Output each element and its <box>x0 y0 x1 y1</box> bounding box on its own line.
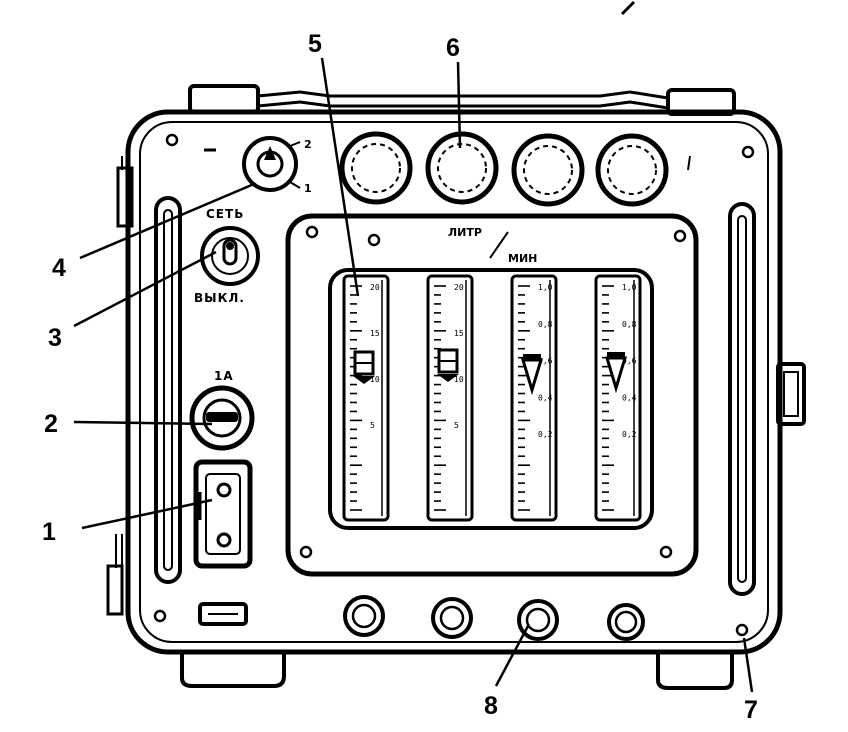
flowmeter-window <box>328 268 654 530</box>
stray-mark <box>620 0 636 16</box>
flowmeter-tube: 1,0 0,8 0,6 0,4 0,2 <box>510 274 558 522</box>
scale-label: 0,8 <box>538 320 553 329</box>
regulator-knob[interactable] <box>339 131 413 205</box>
scale-label: 15 <box>454 329 464 338</box>
screws <box>153 133 755 637</box>
scale-label: 1,0 <box>538 283 553 292</box>
flowmeter-tube: 1,0 0,8 0,6 0,4 0,2 <box>594 274 642 522</box>
scale-label: 0,8 <box>622 320 637 329</box>
regulator-knob[interactable] <box>425 131 499 205</box>
right-guard-rail <box>728 202 756 596</box>
scale-label: 5 <box>454 421 459 430</box>
fuse-holder[interactable] <box>189 385 255 451</box>
mode-selector[interactable]: 2 1 <box>204 136 312 195</box>
outlet-fitting[interactable] <box>431 597 473 639</box>
housing-inner-edge <box>139 121 769 643</box>
outlet-fittings <box>343 595 645 641</box>
flowmeter-tube: 20 15 10 5 <box>426 274 474 522</box>
scale-label: 0,2 <box>538 430 553 439</box>
left-side-plugs <box>106 156 134 616</box>
flowmeter-tube: 20 15 10 5 <box>342 274 390 522</box>
selector-pos-1: 1 <box>304 182 312 195</box>
scale-unit-top: ЛИТР <box>448 226 482 239</box>
scale-label: 10 <box>370 375 380 384</box>
flowmeter-tubes: 20 15 10 5 20 15 10 5 1,0 0,8 0,6 0,4 0,2 1,0 0,8 0,6 0,… <box>342 274 642 522</box>
callout-4: 4 <box>52 254 66 282</box>
leader-lines <box>73 57 754 693</box>
scale-label: 0,6 <box>538 357 553 366</box>
callout-2: 2 <box>44 410 58 438</box>
scale-unit-bottom: МИН <box>508 252 537 265</box>
scale-label: 20 <box>370 283 380 292</box>
outlet-fitting[interactable] <box>517 599 559 641</box>
scale-label: 1,0 <box>622 283 637 292</box>
scale-label: 5 <box>370 421 375 430</box>
power-socket[interactable] <box>193 459 253 569</box>
selector-pos-2: 2 <box>304 138 312 151</box>
scale-label: 15 <box>370 329 380 338</box>
outlet-fitting[interactable] <box>343 595 385 637</box>
right-side-connector <box>776 362 806 426</box>
float-indicator <box>437 348 459 382</box>
callout-1: 1 <box>42 518 56 546</box>
flowmeter-frame <box>285 213 699 577</box>
float-indicator <box>353 350 375 384</box>
feet <box>180 652 734 690</box>
switch-on-label: СЕТЬ <box>206 207 244 221</box>
power-toggle-switch[interactable] <box>200 226 260 286</box>
regulator-knob[interactable] <box>595 133 669 207</box>
float-indicator <box>520 354 544 396</box>
scale-label: 0,4 <box>622 393 637 402</box>
fuse-label: 1А <box>214 369 234 383</box>
scale-label: 0,2 <box>622 430 637 439</box>
regulator-knob[interactable] <box>511 133 585 207</box>
float-indicator <box>604 352 628 394</box>
callout-8: 8 <box>484 692 498 720</box>
outlet-fitting[interactable] <box>607 603 645 641</box>
switch-off-label: ВЫКЛ. <box>194 291 245 305</box>
scale-label: 10 <box>454 375 464 384</box>
scale-label: 20 <box>454 283 464 292</box>
callout-5: 5 <box>308 30 322 58</box>
callout-labels: 1 2 3 4 5 6 7 8 <box>42 30 758 724</box>
scale-label: 0,6 <box>622 357 637 366</box>
left-guard-rail <box>154 196 182 584</box>
callout-3: 3 <box>48 324 62 352</box>
callout-7: 7 <box>744 696 758 724</box>
callout-6: 6 <box>446 34 460 62</box>
regulator-knobs <box>339 131 691 207</box>
scale-label: 0,4 <box>538 393 553 402</box>
drain-valve <box>198 602 248 626</box>
